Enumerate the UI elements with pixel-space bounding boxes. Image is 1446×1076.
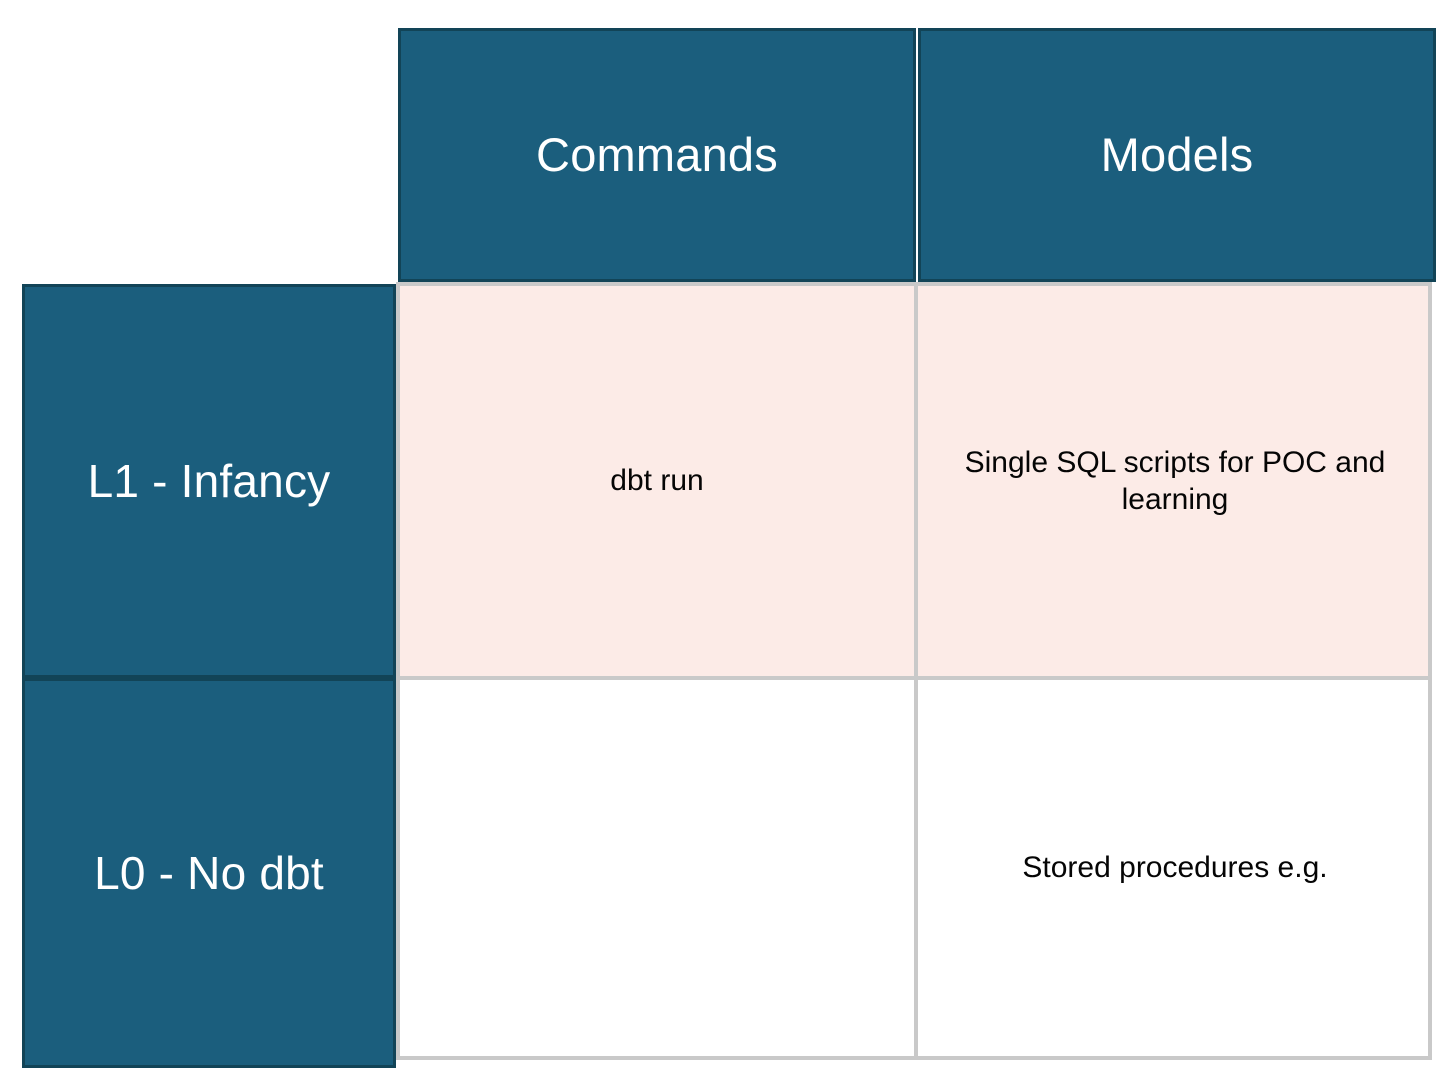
cell-l0-models[interactable]: Stored procedures e.g. — [918, 680, 1432, 1056]
cell-l0-models-text: Stored procedures e.g. — [1022, 851, 1328, 885]
row-header-l0-label: L0 - No dbt — [94, 846, 324, 899]
cell-l1-commands-text: dbt run — [610, 464, 704, 498]
column-header-models[interactable]: Models — [918, 28, 1436, 282]
cell-l1-models[interactable]: Single SQL scripts for POC and learning — [918, 286, 1432, 676]
row-header-l1[interactable]: L1 - Infancy — [22, 284, 396, 678]
cell-face-l0-models — [918, 680, 1428, 1056]
column-header-models-label: Models — [1100, 128, 1254, 182]
column-header-commands[interactable]: Commands — [398, 28, 916, 282]
cell-face-l0-commands — [400, 680, 914, 1056]
column-header-commands-label: Commands — [536, 128, 778, 182]
cell-face-l1-commands — [400, 286, 914, 676]
cell-l0-commands[interactable] — [400, 680, 914, 1056]
cell-l1-models-text: Single SQL scripts for POC and learning — [964, 445, 1386, 517]
cell-l1-commands[interactable]: dbt run — [400, 286, 914, 676]
row-header-l1-label: L1 - Infancy — [87, 454, 331, 507]
row-header-l0[interactable]: L0 - No dbt — [22, 678, 396, 1068]
matrix-gridlines — [396, 282, 1432, 1060]
cell-face-l1-models — [918, 286, 1428, 676]
